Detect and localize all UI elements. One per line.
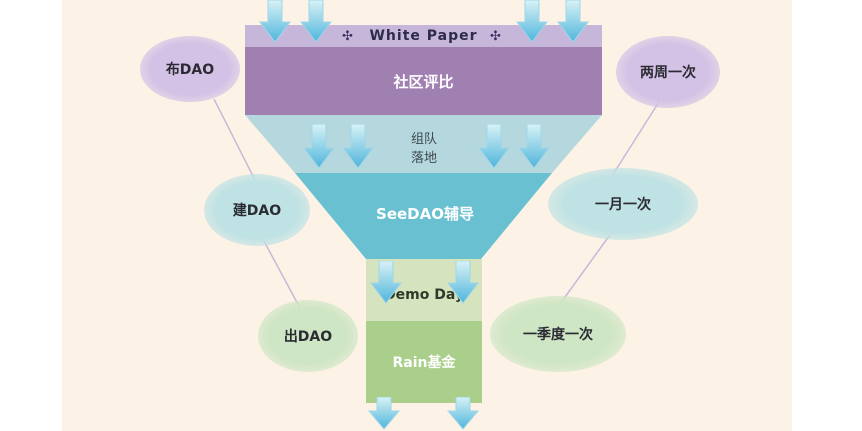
bubble-biweekly-label: 两周一次 bbox=[640, 65, 696, 81]
down-arrow-icon bbox=[342, 124, 374, 169]
connector-line-monthly-quarterly bbox=[559, 231, 613, 305]
bubble-exit-dao-label: 出DAO bbox=[283, 329, 333, 345]
stage-seedao-guidance-shape bbox=[295, 173, 552, 259]
stage-demo-day-label: Demo Day bbox=[384, 287, 464, 303]
stage-white-paper-label: White Paper bbox=[369, 28, 478, 44]
down-arrow-icon bbox=[557, 0, 589, 43]
down-arrow-icon bbox=[446, 397, 480, 430]
stage-team-landing-shape bbox=[245, 115, 602, 173]
stage-seedao-guidance-label: SeeDAO辅导 bbox=[376, 204, 474, 223]
stage-white-paper: White Paper bbox=[245, 25, 602, 47]
stage-team-landing-line1: 组队 bbox=[410, 132, 437, 147]
bubble-monthly-label: 一月一次 bbox=[595, 197, 651, 213]
down-arrow-icon bbox=[259, 0, 291, 43]
stage-rain-fund: Rain基金 bbox=[366, 321, 482, 403]
stage-team-landing: 组队 落地 bbox=[372, 127, 476, 167]
bubble-publish-dao-label: 布DAO bbox=[165, 62, 215, 78]
bubble-build-dao: 建DAO bbox=[204, 174, 310, 246]
bubble-publish-dao: 布DAO bbox=[140, 36, 240, 102]
stage-rain-fund-label: Rain基金 bbox=[392, 355, 456, 371]
four-arrows-icon: ✣ bbox=[342, 29, 353, 44]
stage-community-review-label: 社区评比 bbox=[393, 72, 454, 91]
bubble-quarterly-label: 一季度一次 bbox=[523, 327, 593, 343]
stage-seedao-guidance: SeeDAO辅导 bbox=[340, 198, 510, 228]
down-arrow-icon bbox=[518, 124, 550, 169]
stage-team-landing-line2: 落地 bbox=[410, 151, 437, 166]
bubble-quarterly: 一季度一次 bbox=[490, 296, 626, 372]
down-arrow-icon bbox=[370, 261, 402, 304]
down-arrow-icon bbox=[478, 124, 510, 169]
bubble-biweekly: 两周一次 bbox=[616, 36, 720, 108]
bubble-exit-dao: 出DAO bbox=[258, 300, 358, 372]
down-arrow-icon bbox=[367, 397, 401, 430]
bubble-build-dao-label: 建DAO bbox=[232, 203, 282, 219]
down-arrow-icon bbox=[300, 0, 332, 43]
bubble-monthly: 一月一次 bbox=[548, 168, 698, 240]
down-arrow-icon bbox=[303, 124, 335, 169]
four-arrows-icon: ✣ bbox=[490, 29, 501, 44]
down-arrow-icon bbox=[516, 0, 548, 43]
down-arrow-icon bbox=[447, 261, 479, 304]
connector-line-biweekly-monthly bbox=[611, 93, 665, 177]
stage-community-review: 社区评比 bbox=[245, 47, 602, 115]
connector-line-publish-build bbox=[213, 98, 259, 187]
